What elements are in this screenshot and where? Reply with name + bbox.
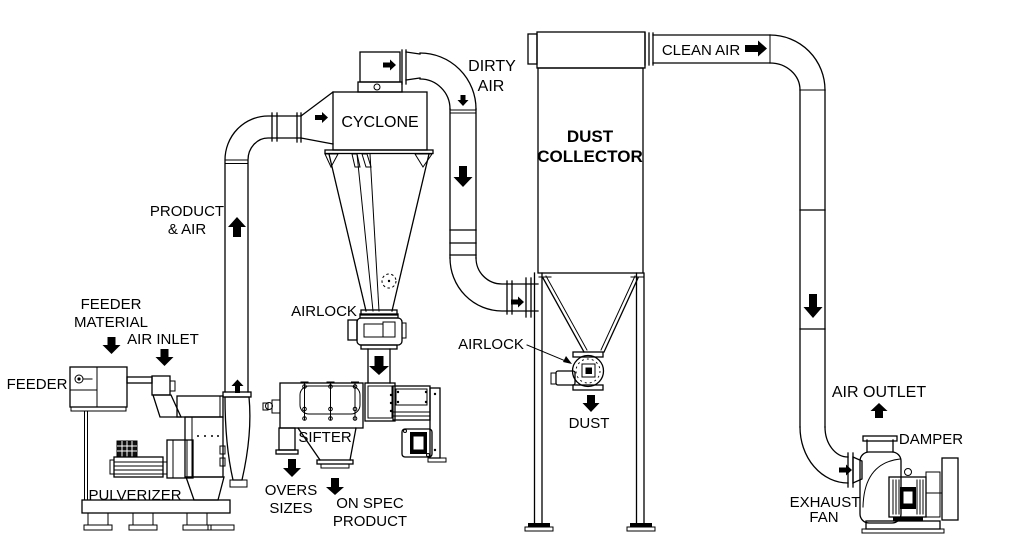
label-pulverizer: PULVERIZER (88, 487, 181, 504)
feeder-stand (84, 410, 88, 501)
arrow-clean-pipe-down (803, 294, 823, 318)
sifter-motor (401, 428, 433, 458)
arrow-cyclone-outlet-right (383, 59, 396, 71)
label-feeder-material-2: MATERIAL (74, 314, 148, 331)
arrow-cyclone-inlet-right (315, 112, 328, 123)
label-product-air-2: & AIR (168, 221, 207, 238)
label-airlock-cyclone: AIRLOCK (291, 303, 357, 320)
airlock-motor (347, 319, 358, 341)
label-sifter: SIFTER (298, 429, 352, 446)
cyclone-outlet-box (359, 51, 401, 83)
label-exhaust-fan-2: FAN (809, 509, 838, 526)
label-dust-collector-2: COLLECTOR (537, 147, 642, 166)
arrow-feeder-material-down (102, 337, 121, 354)
label-feeder: FEEDER (7, 376, 68, 393)
collector-hopper (538, 275, 644, 353)
label-airlock-collector: AIRLOCK (458, 336, 524, 353)
arrow-clean-air-right (745, 40, 767, 57)
mill-housing (184, 416, 224, 478)
collector-body (537, 67, 644, 274)
flow-arrows (102, 40, 888, 495)
label-overs-1: OVERS (265, 482, 318, 499)
sifter (262, 381, 447, 469)
clean-air-duct (644, 32, 854, 488)
label-overs-2: SIZES (269, 500, 312, 517)
arrow-air-inlet-down (155, 349, 174, 366)
sifter-hopper (297, 427, 321, 461)
arrow-dirty-pipe-down (453, 166, 473, 187)
label-dirty-air-2: AIR (478, 78, 505, 95)
label-feeder-material-1: FEEDER (81, 296, 142, 313)
collector-top-cap (536, 31, 646, 69)
labels: FEEDER MATERIAL AIR INLET FEEDER PULVERI… (7, 42, 964, 530)
sifter-clamp-rods (300, 381, 359, 421)
sifter-body (279, 382, 364, 429)
airlock-leader-line (526, 344, 569, 363)
label-dust-collector-1: DUST (567, 127, 614, 146)
dust-collector (524, 31, 656, 532)
arrow-dust-down (582, 395, 600, 412)
feeder-drive-icon (74, 374, 93, 384)
arrow-dirty-elbow-down (457, 95, 469, 106)
collector-legs (524, 272, 656, 532)
mill-lower-chute (185, 476, 225, 501)
fan-base (865, 520, 941, 530)
arrow-air-outlet-up (870, 403, 888, 418)
label-air-outlet: AIR OUTLET (832, 384, 926, 401)
cyclone (324, 49, 477, 316)
dirty-air-pipe (449, 108, 539, 318)
cyclone-airlock (347, 313, 407, 384)
label-on-spec-2: PRODUCT (333, 513, 407, 530)
sifter-inlet-box (364, 382, 396, 422)
mill-base (81, 499, 231, 514)
cyclone-cone (328, 153, 367, 312)
arrow-collector-inlet-right (511, 296, 524, 308)
feeder-discharge-tube (126, 376, 153, 384)
label-dust: DUST (569, 415, 610, 432)
label-exhaust-fan-1: EXHAUST (790, 494, 861, 511)
label-cyclone: CYCLONE (341, 114, 418, 131)
arrow-overs-down (283, 459, 301, 477)
feeder (69, 366, 183, 501)
mill-inlet-plenum (176, 395, 224, 418)
exhaust-fan (852, 435, 959, 534)
mill-bearing-pedestal (166, 439, 194, 479)
fan-motor (888, 468, 927, 521)
arrow-airlock-discharge-down (369, 356, 389, 375)
arrow-fan-inlet-right (839, 464, 852, 476)
collector-airlock (526, 344, 605, 391)
label-clean-air: CLEAN AIR (662, 42, 741, 59)
arrow-mill-outlet-up (231, 379, 244, 393)
pulverizer (81, 395, 248, 531)
air-inlet-box (151, 375, 171, 396)
mill-discharge-cone (224, 396, 251, 481)
label-product-air-1: PRODUCT (150, 203, 224, 220)
label-damper: DAMPER (899, 431, 963, 448)
product-air-pipe (222, 91, 334, 481)
arrow-product-air-up (228, 217, 246, 237)
label-on-spec-1: ON SPEC (336, 495, 404, 512)
lifting-eye-icon (373, 83, 381, 91)
damper (941, 457, 959, 521)
arrow-on-spec-down (326, 478, 344, 495)
mill-motor (109, 439, 194, 479)
overs-spout (278, 427, 296, 451)
label-air-inlet: AIR INLET (127, 331, 199, 348)
label-dirty-air-1: DIRTY (468, 58, 516, 75)
